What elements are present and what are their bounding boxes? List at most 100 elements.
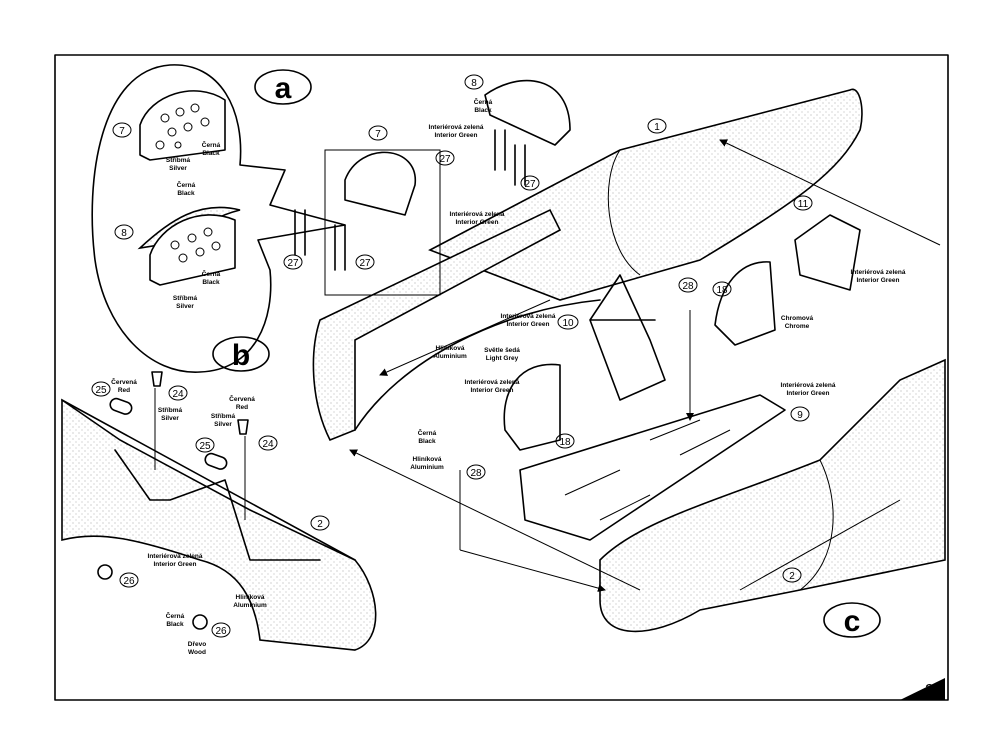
label-text: Silver — [161, 415, 179, 422]
part-number-26: 26 — [119, 572, 139, 588]
fuselage-nose-part-2 — [599, 358, 946, 633]
part-number-24: 24 — [168, 385, 188, 401]
section-a-marker — [254, 69, 312, 105]
panel-assembly-box — [324, 149, 441, 296]
label-text: Červená — [229, 394, 255, 403]
label-text: Stříbmá — [173, 295, 198, 302]
fuselage-half-left-part-2 — [61, 371, 377, 651]
label-text: 27 — [524, 179, 536, 190]
label-text: Chrome — [785, 323, 810, 330]
label-text: Interiérová zelená — [450, 211, 505, 218]
part-number-9: 9 — [790, 406, 810, 422]
detail-a-bubble — [91, 64, 346, 373]
label-text: Wood — [188, 649, 206, 656]
part-number-26: 26 — [211, 622, 231, 638]
part-number-1: 1 — [647, 118, 667, 134]
rollover-frame-part-10 — [589, 274, 666, 401]
label-text: Black — [418, 438, 436, 445]
part-number-10: 10 — [557, 314, 579, 330]
label-text: Černá — [177, 180, 196, 189]
label-text: 25 — [95, 385, 107, 396]
seats-part-18 — [503, 261, 776, 451]
label-text: Aluminium — [410, 464, 444, 471]
label-text: Dřevo — [188, 641, 206, 648]
part-number-2: 2 — [782, 567, 802, 583]
part-number-8a: 8 — [114, 224, 134, 240]
label-text: 27 — [287, 258, 299, 269]
label-text: Red — [236, 404, 248, 411]
label-text: 2 — [317, 519, 323, 530]
page-number: 2 — [925, 682, 934, 699]
part-number-8: 8 — [464, 74, 484, 90]
part-number-27: 27 — [520, 175, 540, 191]
label-text: Červená — [111, 377, 137, 386]
label-text: Interior Green — [507, 321, 550, 328]
part-number-18: 18 — [555, 433, 575, 449]
part-number-25: 25 — [195, 437, 215, 453]
part-number-27: 27 — [355, 254, 375, 270]
page-frame — [54, 54, 949, 701]
label-text: Interiérová zelená — [781, 382, 836, 389]
label-text: 2 — [789, 571, 795, 582]
section-b-label: b — [232, 339, 250, 372]
label-text: Red — [118, 387, 130, 394]
label-text: Stříbmá — [166, 157, 191, 164]
cockpit-frame-part-2 — [312, 208, 601, 442]
label-text: 28 — [682, 281, 694, 292]
part-number-24: 24 — [258, 435, 278, 451]
label-text: 7 — [375, 129, 381, 140]
assembly-arrows — [349, 139, 941, 592]
label-text: Black — [166, 621, 184, 628]
label-text: 24 — [172, 389, 184, 400]
section-a-label: a — [275, 72, 292, 105]
part-number-11: 11 — [793, 195, 813, 211]
part-number-28: 28 — [678, 277, 698, 293]
label-text: Černá — [166, 611, 185, 620]
fuselage-half-right-part-1 — [428, 88, 863, 301]
label-text: 10 — [562, 318, 574, 329]
label-text: Silver — [176, 303, 194, 310]
label-text: 28 — [470, 468, 482, 479]
label-text: Hliníková — [413, 456, 442, 463]
label-text: Černá — [202, 269, 221, 278]
part-number-7: 7 — [368, 125, 388, 141]
label-text: Black — [202, 279, 220, 286]
label-text: Interior Green — [456, 219, 499, 226]
label-text: Hliníková — [436, 345, 465, 352]
label-text: Interior Green — [787, 390, 830, 397]
label-text: Interior Green — [857, 277, 900, 284]
label-text: Black — [202, 150, 220, 157]
label-text: 24 — [262, 439, 274, 450]
bulkhead-part-11 — [794, 214, 861, 291]
label-text: Silver — [169, 165, 187, 172]
part-numbers: 1 8 7 7 8 27 27 27 27 11 10 28 18 18 9 2… — [91, 74, 813, 638]
label-text: Chromová — [781, 315, 814, 322]
label-text: Interiérová zelená — [148, 553, 203, 560]
label-text: Interior Green — [435, 132, 478, 139]
label-text: Interior Green — [154, 561, 197, 568]
label-text: Interior Green — [471, 387, 514, 394]
part-number-28: 28 — [466, 464, 486, 480]
part-number-18: 18 — [712, 281, 732, 297]
label-text: Světle šedá — [484, 347, 520, 354]
